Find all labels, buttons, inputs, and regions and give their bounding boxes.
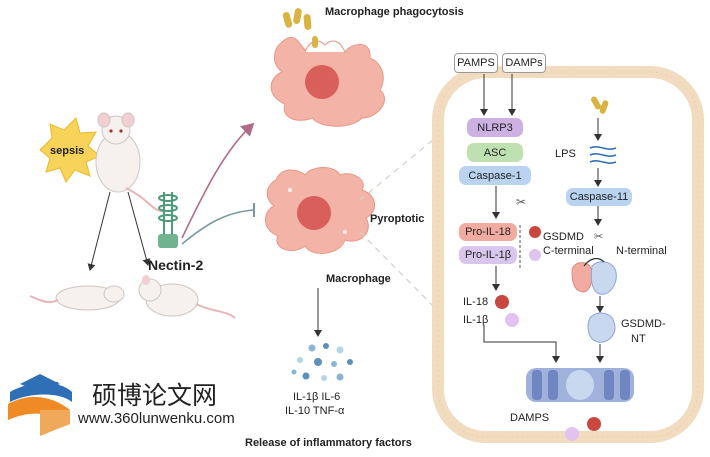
il18-mature-dot [495,295,509,309]
damps-dot-1 [565,427,579,441]
mouse-standing-icon [138,275,236,319]
damps-box: DAMPs [502,53,546,73]
sepsis-label: sepsis [50,145,85,157]
il1b-label: IL-1β [463,314,489,326]
gsdmd-nt-protein [587,312,616,343]
arrow-to-lying-mouse [87,191,111,271]
arrow-to-phagocytosis [181,122,255,239]
mouse-lying-icon [29,285,125,311]
arrow-to-pore [483,325,560,363]
cytokines-line1: IL-1β IL-6 [293,391,341,403]
cytokines-line2: IL-10 TNF-α [285,405,345,417]
gsdmd-nt-label-2: NT [631,333,646,345]
il18-label: IL-18 [463,296,489,308]
pro-il18-pill: Pro-IL-18 [459,223,517,241]
zoom-line-bottom [359,231,446,319]
gsdmd-protein [571,257,617,295]
nlrp3-pill: NLRP3 [467,118,523,137]
gsdmd-pore [526,368,634,402]
pyroptotic-label: Pyroptotic [370,213,425,225]
pro-il1b-pill: Pro-IL-1β [459,246,517,264]
asc-pill: ASC [467,143,523,162]
n-terminal-label: N-terminal [616,245,667,257]
il1b-dot [529,249,541,261]
c-terminal-label: C-terminal [543,245,594,257]
caspase1-pill: Caspase-1 [459,166,531,185]
lps-label: LPS [555,148,576,160]
watermark-url: www.360lunwenku.com [78,410,235,427]
gsdmd-label: GSDMD [543,231,584,243]
pamps-box: PAMPS [454,53,498,73]
scissors-icon-2: ✂ [594,230,603,243]
damps-dot-2 [587,417,601,431]
cytokine-particles [291,343,353,381]
watermark-title: 硕博论文网 [92,382,218,410]
damps-out-label: DAMPS [510,412,550,424]
pyroptotic-macrophage [265,167,375,254]
release-label: Release of inflammatory factors [245,437,412,449]
phagocytosis-label: Macrophage phagocytosis [325,6,464,18]
inhibit-pyroptosis-line [181,209,255,245]
scissors-icon: ✂ [516,195,526,209]
lps-bacteria-icon [591,96,609,114]
bacteria-icon [282,8,318,48]
il1b-mature-dot [505,313,519,327]
macrophage-label: Macrophage [326,273,391,285]
nectin2-receptor-icon [158,192,178,248]
watermark-logo-icon [8,374,72,436]
mouse-upright-icon [95,112,166,213]
caspase11-pill: Caspase-11 [566,188,632,206]
phagocytic-macrophage [270,36,385,127]
nectin2-label: Nectin-2 [148,257,204,273]
zoom-line-top [359,129,446,201]
arrow-to-standing-mouse [127,191,151,266]
il18-dot [529,226,541,238]
lps-squiggle-icon [589,146,617,164]
gsdmd-nt-label-1: GSDMD- [621,318,666,330]
